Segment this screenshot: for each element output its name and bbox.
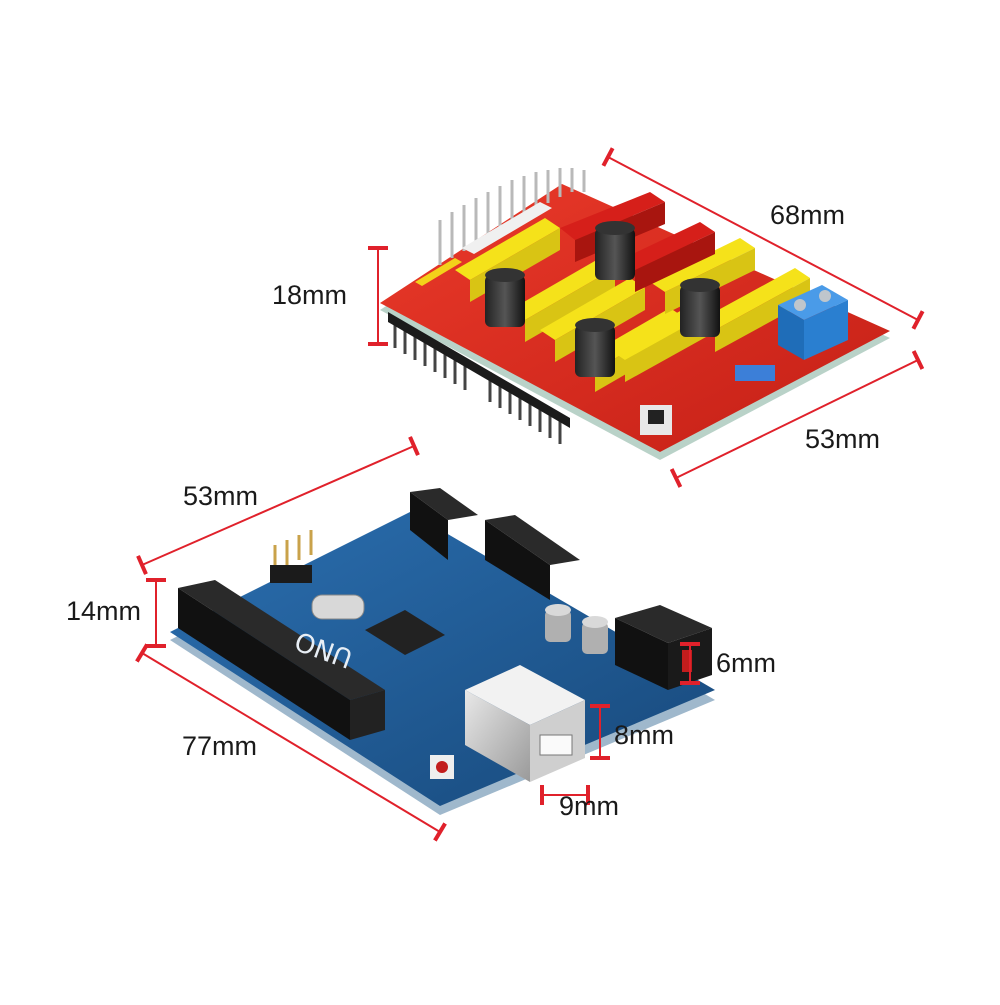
shield-length-label: 68mm (770, 200, 846, 230)
shield-height-label: 18mm (272, 280, 348, 310)
uno-length-label: 77mm (182, 731, 258, 761)
dimension-lines (135, 147, 925, 842)
usb-connector (465, 665, 585, 782)
usb-height-label: 8mm (614, 720, 674, 750)
uno-height-label: 14mm (66, 596, 142, 626)
arduino-uno-board: UNO (170, 488, 715, 815)
shield-width-label: 53mm (805, 424, 881, 454)
usb-width-label: 9mm (559, 791, 619, 821)
dc-jack-label: 6mm (716, 648, 776, 678)
uno-width-label: 53mm (183, 481, 259, 511)
shield-top-pins (438, 168, 586, 265)
